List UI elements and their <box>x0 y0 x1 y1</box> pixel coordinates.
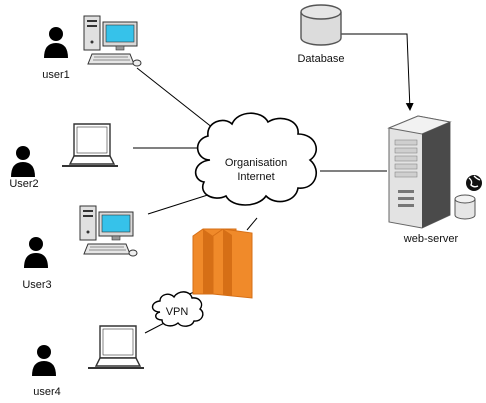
cloud-icon <box>151 291 204 327</box>
firewall-icon <box>192 228 253 299</box>
vpn-node: VPN <box>151 291 204 327</box>
person-icon <box>44 27 68 58</box>
person-icon <box>24 237 48 268</box>
web-server-label: web-server <box>403 233 459 245</box>
globe-icon <box>466 175 482 191</box>
cloud-label-line1: Organisation <box>225 157 287 169</box>
desktop-computer-icon <box>79 205 138 257</box>
database-node: Database <box>297 4 345 65</box>
link-database-webserver <box>341 33 414 111</box>
user1-node: user1 <box>42 27 70 81</box>
user2-label: User2 <box>9 178 38 190</box>
cloud-label-line2: Internet <box>237 171 274 183</box>
vpn-label: VPN <box>166 306 189 318</box>
internet-cloud-node: Organisation Internet <box>194 112 318 206</box>
user2-node: User2 <box>9 146 39 190</box>
server-tower-icon <box>387 115 452 229</box>
person-icon <box>11 146 35 177</box>
user4-label: user4 <box>33 386 61 398</box>
laptop-icon <box>88 325 144 369</box>
web-server-node: web-server <box>387 115 482 245</box>
database-label: Database <box>297 53 344 65</box>
link-cloud-firewall <box>246 217 258 231</box>
user3-node: User3 <box>22 237 52 291</box>
cloud-icon <box>194 112 318 206</box>
user1-label: user1 <box>42 69 70 81</box>
desktop-computer-icon <box>83 15 142 67</box>
firewall-node <box>192 228 253 299</box>
database-icon <box>454 194 476 220</box>
user4-node: user4 <box>32 345 61 398</box>
database-icon <box>300 4 342 46</box>
user3-label: User3 <box>22 279 51 291</box>
laptop-icon <box>62 123 118 167</box>
link-user3-cloud <box>147 192 215 215</box>
person-icon <box>32 345 56 376</box>
